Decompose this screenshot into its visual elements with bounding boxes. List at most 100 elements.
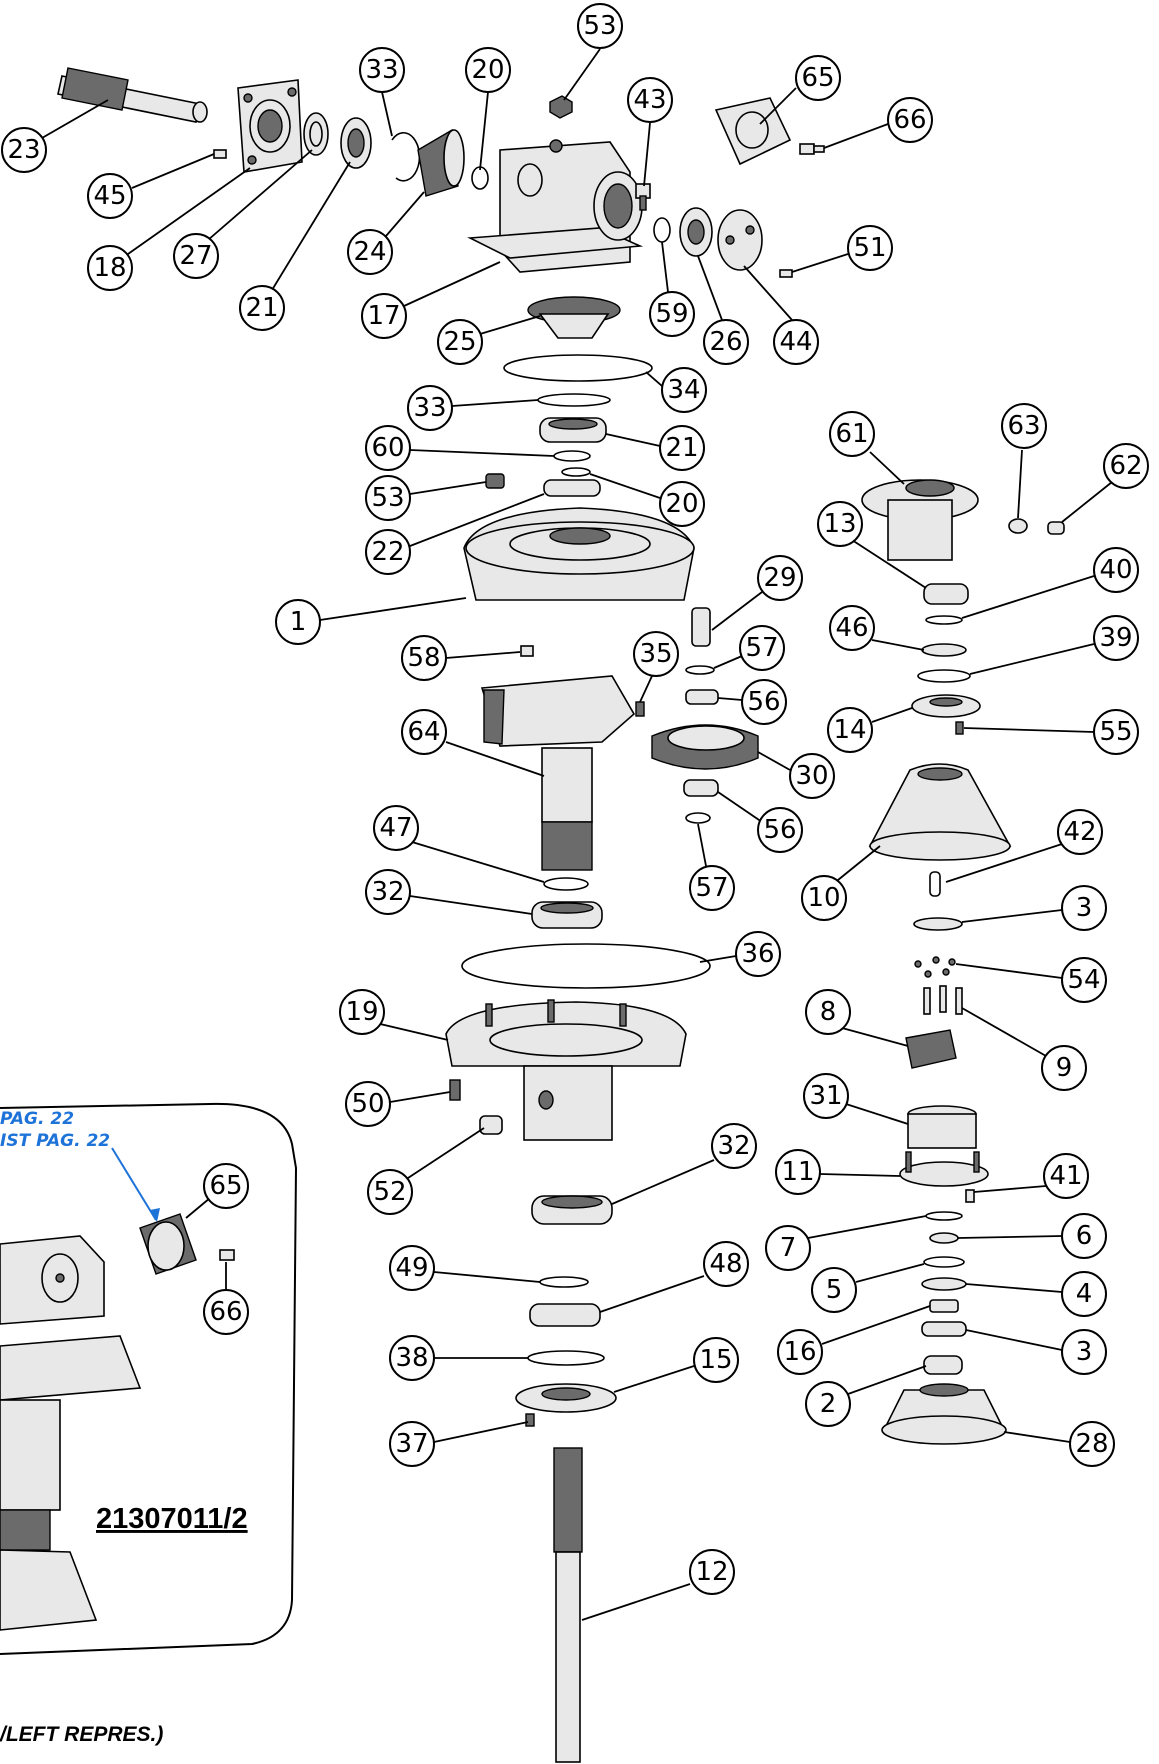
inset-note-line2: IST PAG. 22 <box>0 1131 110 1151</box>
part-bearing-32-upper <box>531 901 603 929</box>
callout-65-top-label: 65 <box>801 63 834 93</box>
callout-56-lower: 56 <box>717 791 803 853</box>
part-cover-plate <box>714 97 792 166</box>
part-oring-20-top <box>471 166 489 190</box>
inset-assembly-drawing <box>0 1213 235 1631</box>
callout-4-label: 4 <box>1076 1279 1093 1309</box>
callout-33-mid-label: 33 <box>413 393 446 423</box>
callout-39: 39 <box>969 615 1139 675</box>
part-bearing-21-top <box>340 117 372 169</box>
inset-part-code: 21307011/2 <box>96 1503 248 1535</box>
part-oring-34 <box>503 354 653 382</box>
callout-38: 38 <box>389 1335 528 1381</box>
part-gearbox-housing <box>467 139 644 273</box>
callout-1: 1 <box>275 597 467 645</box>
callout-12: 12 <box>581 1549 735 1621</box>
callout-12-label: 12 <box>695 1557 728 1587</box>
callout-15-label: 15 <box>699 1345 732 1375</box>
part-pins-9 <box>923 985 963 1015</box>
part-lower-housing <box>445 999 687 1141</box>
callout-25-label: 25 <box>443 327 476 357</box>
part-oring-38 <box>527 1350 605 1366</box>
callout-31-label: 31 <box>809 1081 842 1111</box>
part-main-cover <box>463 507 695 601</box>
assembly-inset: PAG. 22 IST PAG. 22 21307011/2 <box>0 1102 298 1655</box>
callout-3-upper-label: 3 <box>1076 893 1093 923</box>
callout-57-lower-label: 57 <box>695 873 728 903</box>
callout-18: 18 <box>87 167 251 291</box>
callout-31: 31 <box>803 1073 909 1125</box>
inset-frame <box>0 1102 298 1655</box>
callout-3-lower-label: 3 <box>1076 1337 1093 1367</box>
callout-21-top: 21 <box>239 161 351 331</box>
part-screw-41 <box>965 1189 975 1203</box>
part-seal-27 <box>303 112 329 156</box>
callout-23-label: 23 <box>7 135 40 165</box>
callout-56-upper-label: 56 <box>747 687 780 717</box>
callout-33-top-label: 33 <box>365 55 398 85</box>
callout-20-mid-label: 20 <box>665 489 698 519</box>
callout-11-label: 11 <box>781 1157 814 1187</box>
callout-37-label: 37 <box>395 1429 428 1459</box>
callout-21-mid-label: 21 <box>665 433 698 463</box>
callout-63: 63 <box>1001 403 1047 519</box>
callout-36: 36 <box>699 931 781 977</box>
callout-44-label: 44 <box>779 327 812 357</box>
callout-55: 55 <box>963 709 1139 755</box>
part-oring-39 <box>917 669 971 683</box>
callout-2-label: 2 <box>820 1389 837 1419</box>
part-bell-housing <box>868 763 1012 861</box>
part-flange-14 <box>911 694 981 718</box>
callout-66-top-label: 66 <box>893 105 926 135</box>
callout-24: 24 <box>347 191 425 275</box>
part-sleeve-31 <box>907 1105 977 1149</box>
part-washer-6 <box>929 1232 959 1244</box>
callout-32-upper-label: 32 <box>371 877 404 907</box>
part-washer-4 <box>921 1277 967 1291</box>
callout-17: 17 <box>361 261 501 339</box>
callout-35-label: 35 <box>639 639 672 669</box>
callout-57-upper: 57 <box>713 625 785 671</box>
callout-60-label: 60 <box>371 433 404 463</box>
callout-5: 5 <box>811 1263 925 1313</box>
part-screw-35 <box>635 701 645 717</box>
callout-65-inset: 65 <box>185 1163 249 1219</box>
part-dowel-29 <box>691 607 711 647</box>
part-screw-37 <box>525 1413 535 1427</box>
part-planet-gear <box>651 724 759 770</box>
part-screw-55 <box>955 721 964 735</box>
part-bearing-26 <box>679 207 713 257</box>
callout-38-label: 38 <box>395 1343 428 1373</box>
callout-49-label: 49 <box>395 1253 428 1283</box>
part-bearing-2 <box>923 1355 963 1375</box>
callout-53-top: 53 <box>563 3 623 101</box>
callout-20-top-label: 20 <box>471 55 504 85</box>
callout-10: 10 <box>801 845 881 921</box>
callout-49: 49 <box>389 1245 541 1291</box>
callout-14-label: 14 <box>833 715 866 745</box>
callout-34-label: 34 <box>667 375 700 405</box>
callout-14: 14 <box>827 707 913 753</box>
part-nut-62 <box>1047 521 1065 535</box>
callout-62-label: 62 <box>1109 451 1142 481</box>
callout-20-mid: 20 <box>589 473 705 527</box>
callout-13: 13 <box>817 501 927 589</box>
part-seal-48 <box>529 1303 601 1327</box>
callout-56-lower-label: 56 <box>763 815 796 845</box>
callout-44: 44 <box>743 265 819 365</box>
part-bevel-gear <box>527 296 621 339</box>
callout-26-label: 26 <box>709 327 742 357</box>
callout-5-label: 5 <box>826 1275 843 1305</box>
callout-27: 27 <box>173 149 313 279</box>
callout-21-top-label: 21 <box>245 293 278 323</box>
part-planet-carrier <box>480 675 636 871</box>
part-bearing-56-upper <box>685 689 719 705</box>
callout-41-label: 41 <box>1049 1161 1082 1191</box>
callout-47: 47 <box>373 805 545 883</box>
callout-27-label: 27 <box>179 241 212 271</box>
callout-52-label: 52 <box>373 1177 406 1207</box>
callout-53-top-label: 53 <box>583 11 616 41</box>
part-circlip-40 <box>925 615 963 625</box>
callout-4: 4 <box>965 1271 1107 1317</box>
part-washer-60 <box>553 450 591 462</box>
